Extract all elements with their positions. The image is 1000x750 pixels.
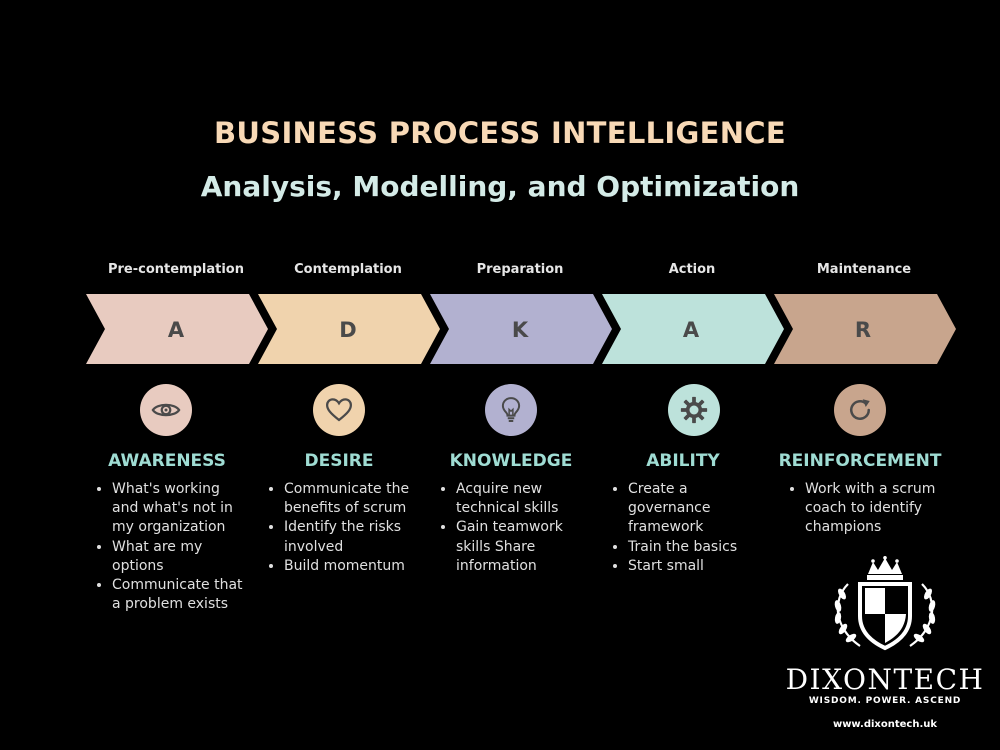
chevron-letter-a: A — [168, 318, 185, 342]
awareness-bullet-list: What's working and what's not in my orga… — [93, 480, 250, 614]
list-item: Start small — [628, 557, 766, 576]
list-item: What's working and what's not in my orga… — [112, 480, 250, 538]
chevron-ability: A — [602, 294, 784, 364]
reinforcement-icon-circle — [834, 384, 886, 436]
ability-bullet-list: Create a governance framework Train the … — [609, 480, 766, 576]
brand-tagline: WISDOM. POWER. ASCEND — [808, 696, 962, 706]
stage-label-maintenance: Maintenance — [816, 262, 912, 277]
chevron-letter-d: D — [339, 318, 356, 342]
gear-icon — [680, 396, 708, 424]
list-item: Communicate that a problem exists — [112, 576, 250, 614]
list-item: Work with a scrum coach to identify cham… — [805, 480, 965, 538]
list-item: Acquire new technical skills — [456, 480, 586, 518]
chevron-awareness: A — [86, 294, 268, 364]
ability-icon-circle — [668, 384, 720, 436]
knowledge-icon-circle — [485, 384, 537, 436]
heading-awareness: AWARENESS — [108, 451, 226, 471]
chevron-letter-a2: A — [683, 318, 700, 342]
brand-name: DIXONTECH — [785, 663, 985, 696]
list-item: Gain teamwork skills Share information — [456, 518, 586, 576]
list-item: Create a governance framework — [628, 480, 766, 538]
chevron-reinforcement: R — [774, 294, 956, 364]
desire-bullet-list: Communicate the benefits of scrum Identi… — [265, 480, 424, 576]
list-item: Communicate the benefits of scrum — [284, 480, 424, 518]
chevron-letter-r: R — [855, 318, 871, 342]
reinforcement-bullet-list: Work with a scrum coach to identify cham… — [786, 480, 965, 538]
stage-label-pre-contemplation: Pre-contemplation — [107, 262, 244, 277]
chevron-knowledge: K — [430, 294, 612, 364]
stage-label-preparation: Preparation — [476, 262, 564, 277]
eye-icon — [151, 403, 181, 417]
list-item: Train the basics — [628, 538, 766, 557]
heading-knowledge: KNOWLEDGE — [449, 451, 573, 471]
brand-url: www.dixontech.uk — [832, 719, 938, 730]
heading-reinforcement: REINFORCEMENT — [778, 451, 942, 471]
lightbulb-icon — [501, 397, 521, 422]
crown-icon — [867, 556, 903, 580]
chevron-desire: D — [258, 294, 440, 364]
knowledge-bullet-list: Acquire new technical skills Gain teamwo… — [437, 480, 586, 576]
heading-ability: ABILITY — [646, 451, 720, 471]
chevron-letter-k: K — [512, 318, 529, 342]
shield-icon — [858, 582, 912, 651]
list-item: What are my options — [112, 538, 250, 576]
awareness-icon-circle — [140, 384, 192, 436]
list-item: Identify the risks involved — [284, 518, 424, 556]
heading-desire: DESIRE — [304, 451, 374, 471]
page-subtitle: Analysis, Modelling, and Optimization — [200, 170, 800, 203]
refresh-icon — [850, 399, 870, 420]
dixontech-logo — [834, 556, 936, 651]
heart-icon — [325, 398, 353, 422]
stage-label-contemplation: Contemplation — [294, 262, 402, 277]
list-item: Build momentum — [284, 557, 424, 576]
stage-label-action: Action — [668, 262, 716, 277]
page-title: BUSINESS PROCESS INTELLIGENCE — [214, 116, 786, 150]
desire-icon-circle — [313, 384, 365, 436]
